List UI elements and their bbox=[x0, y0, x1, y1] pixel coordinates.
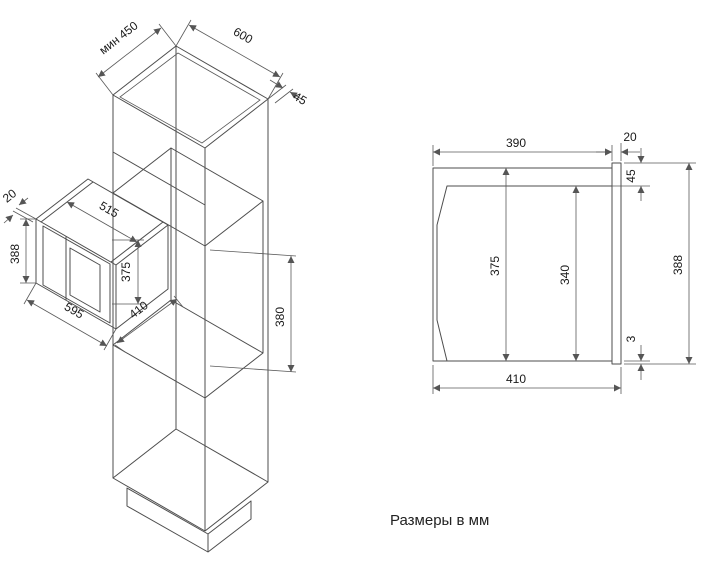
extension-lines bbox=[432, 365, 622, 394]
extension-lines bbox=[624, 162, 696, 365]
dim-label-375-iso: 375 bbox=[119, 262, 133, 282]
dim-388-iso: 388 bbox=[8, 218, 36, 284]
dim-label-375-section: 375 bbox=[488, 256, 502, 276]
dim-595: 595 bbox=[23, 282, 117, 351]
extension-lines bbox=[175, 19, 284, 100]
dim-label-388-iso: 388 bbox=[8, 244, 22, 264]
dim-label-390: 390 bbox=[506, 136, 526, 150]
plinth bbox=[126, 487, 252, 553]
extension-lines bbox=[23, 282, 117, 351]
cabinet-outline bbox=[112, 45, 269, 532]
section-view: 390 20 45 375 340 38 bbox=[432, 130, 696, 394]
extension-lines bbox=[267, 84, 294, 104]
dim-leader-right bbox=[289, 91, 304, 101]
dimension-line bbox=[26, 299, 108, 347]
dim-label-45-section: 45 bbox=[624, 169, 638, 183]
extension-lines bbox=[95, 23, 177, 96]
dim-380: 380 bbox=[209, 249, 297, 373]
dim-515: 515 bbox=[66, 198, 138, 243]
dim-label-380: 380 bbox=[273, 307, 287, 327]
dim-388-section: 388 bbox=[624, 162, 696, 365]
dim-leader-lower bbox=[3, 214, 14, 224]
front-frame-panel bbox=[611, 162, 622, 365]
dim-min-450: мин 450 bbox=[95, 18, 177, 96]
dim-label-410-section: 410 bbox=[506, 372, 526, 386]
isometric-view: мин 450 600 45 20 515 bbox=[0, 18, 310, 553]
dim-45-top: 45 bbox=[267, 79, 310, 108]
cabinet-top-inner-rim bbox=[119, 52, 261, 144]
dim-label-45-top: 45 bbox=[291, 89, 310, 108]
dim-375-iso: 375 bbox=[112, 239, 144, 305]
extension-lines bbox=[209, 249, 297, 373]
dim-label-min-450: мин 450 bbox=[97, 18, 141, 57]
dim-leader-upper bbox=[18, 197, 29, 206]
dim-3: 3 bbox=[624, 335, 650, 380]
dim-410-section: 410 bbox=[432, 365, 622, 394]
dim-20-section: 20 bbox=[596, 130, 640, 161]
dimension-line bbox=[66, 201, 138, 243]
dimension-line bbox=[116, 298, 178, 344]
dim-leader-left bbox=[269, 79, 284, 89]
units-caption: Размеры в мм bbox=[390, 512, 489, 529]
extension-lines bbox=[20, 218, 36, 284]
dim-600: 600 bbox=[175, 19, 284, 100]
dim-375-section: 375 bbox=[488, 168, 510, 361]
dim-label-20-iso: 20 bbox=[0, 186, 19, 205]
extension-lines bbox=[12, 207, 37, 223]
microwave-body-section bbox=[436, 185, 613, 362]
dim-label-515: 515 bbox=[97, 198, 122, 220]
dim-20-iso: 20 bbox=[0, 186, 37, 224]
dim-45-section: 45 bbox=[612, 148, 650, 201]
dim-340: 340 bbox=[558, 186, 580, 361]
dim-label-340: 340 bbox=[558, 265, 572, 285]
dim-label-600: 600 bbox=[231, 24, 256, 46]
dim-390: 390 bbox=[432, 136, 613, 166]
niche-lines bbox=[112, 147, 264, 399]
dim-label-3: 3 bbox=[624, 335, 638, 342]
dimension-line bbox=[188, 24, 281, 78]
dimension-line bbox=[97, 27, 162, 78]
dim-label-20-section: 20 bbox=[623, 130, 637, 144]
dim-label-595: 595 bbox=[62, 299, 87, 321]
extension-lines bbox=[114, 295, 184, 353]
niche-outline bbox=[432, 167, 613, 362]
dim-label-388-section: 388 bbox=[671, 255, 685, 275]
